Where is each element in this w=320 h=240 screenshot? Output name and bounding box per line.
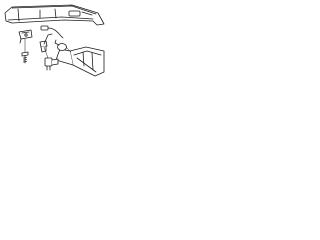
grommet [39,33,53,53]
screw [21,51,29,64]
leader-lines [24,38,72,59]
exploded-parts-diagram [4,4,105,77]
center-panel [4,4,105,26]
bulb-socket [44,57,59,71]
lamp-bulb [54,39,67,51]
mounting-bracket [18,29,33,44]
harness-connector [40,25,64,39]
tail-lamp-assembly [55,46,105,77]
